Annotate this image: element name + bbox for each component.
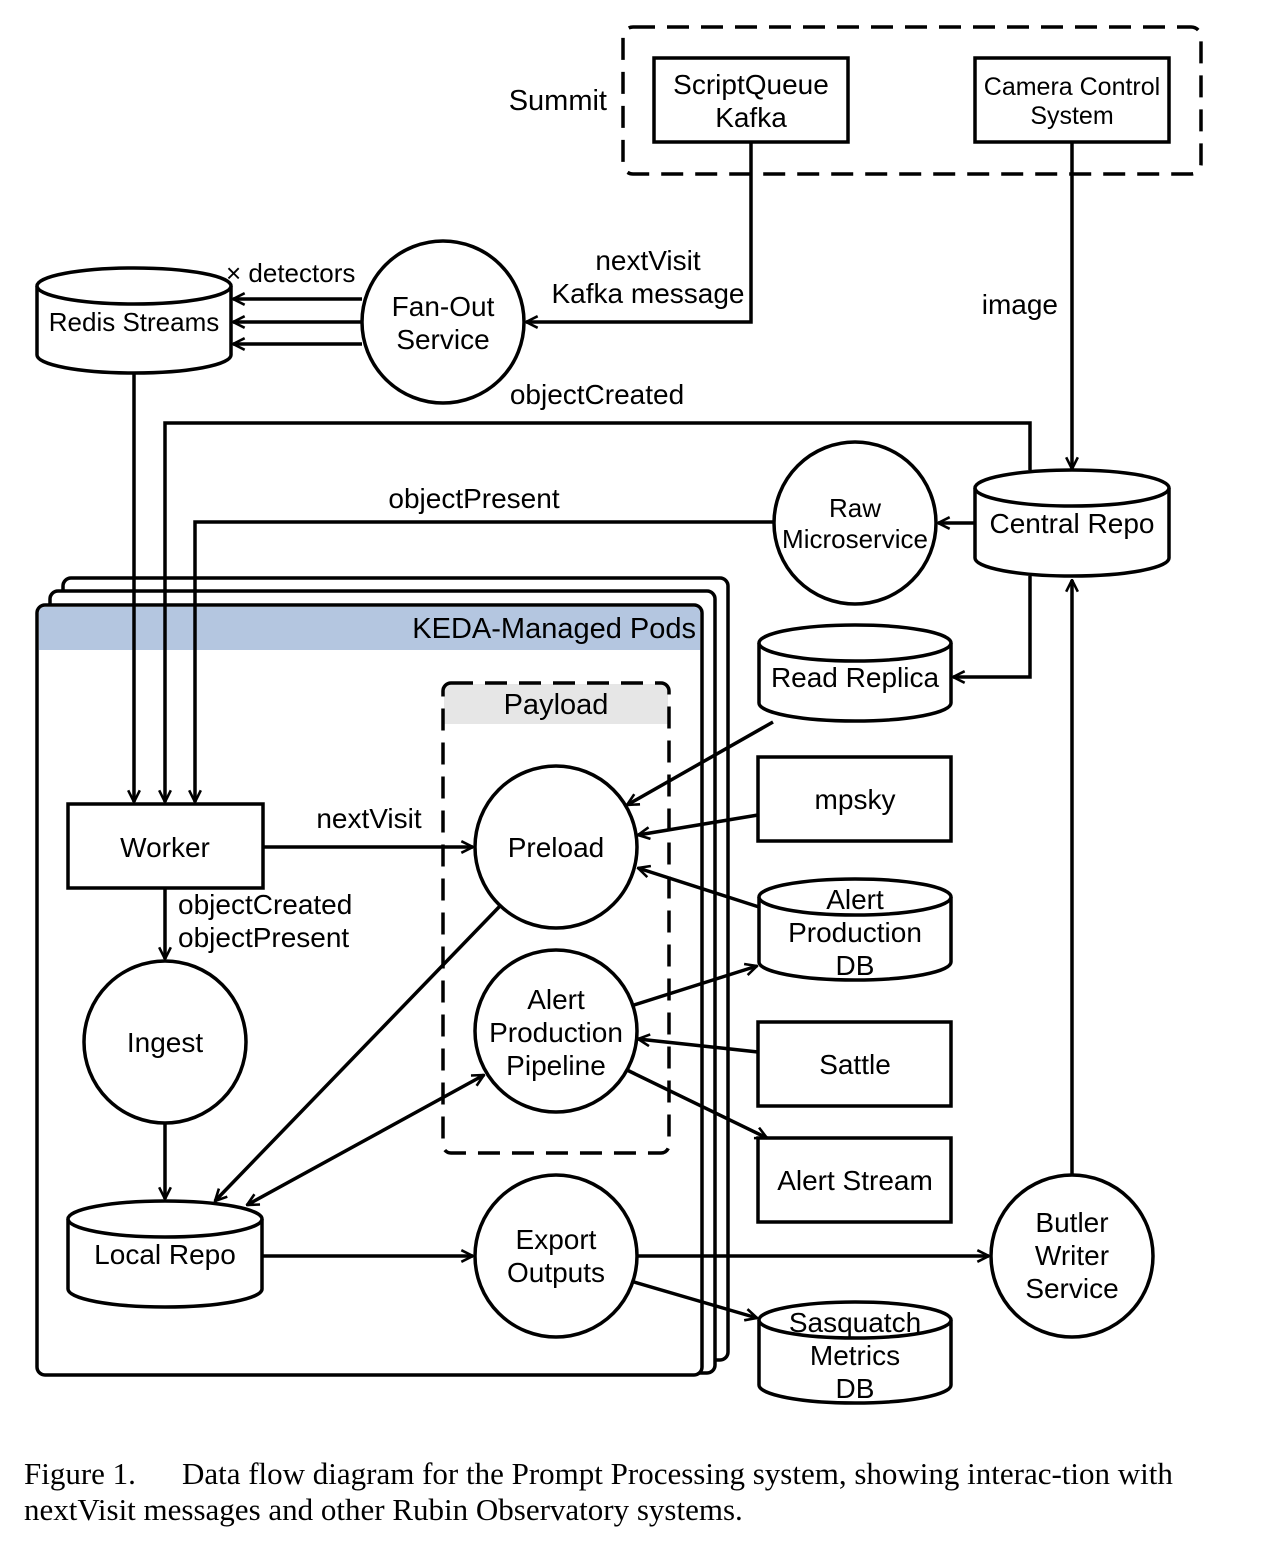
caption-text: Data flow diagram for the Prompt Process… [24,1456,1173,1527]
camera-control-system-node: Camera Control System [973,56,1171,144]
edge-mpsky-to-preload [638,813,759,835]
preload-node: Preload [473,764,639,930]
alert-production-db-node: Alert Production DB [757,877,953,982]
sattle-node: Sattle [756,1020,953,1108]
scriptqueue-kafka-node: ScriptQueue Kafka [652,56,850,144]
camera-line-1: Camera Control [984,73,1160,101]
worker-label: Worker [120,832,210,863]
mpsky-label: mpsky [815,784,896,815]
alert-stream-node: Alert Stream [756,1136,953,1224]
redis-label: Redis Streams [49,307,220,337]
redis-streams-node: Redis Streams [35,266,233,375]
label-objectcreated: objectCreated [510,379,684,410]
pipeline-line-3: Pipeline [506,1050,606,1081]
edge-objectpresent-to-worker [195,520,774,802]
label-image: image [982,289,1058,320]
apdb-line-1: Alert [826,884,884,915]
pipeline-line-1: Alert [527,984,585,1015]
pipeline-line-2: Production [489,1017,623,1048]
butler-line-1: Butler [1035,1207,1108,1238]
ingest-label: Ingest [127,1027,203,1058]
sasquatch-line-2: Metrics [810,1340,900,1371]
edge-scriptqueue-to-fanout [526,142,753,322]
label-nextvisit-kafka-1: nextVisit [595,245,701,276]
apdb-line-2: Production [788,917,922,948]
keda-header-band [39,607,700,650]
fanout-line-1: Fan-Out [392,291,495,322]
edge-sattle-to-pipeline [638,1039,759,1054]
raw-microservice-node: Raw Microservice [772,440,938,606]
central-repo-node: Central Repo [973,468,1171,578]
label-worker-ingest-1: objectCreated [178,889,352,920]
raw-line-2: Microservice [782,524,928,554]
sasquatch-line-1: Sasquatch [789,1307,921,1338]
raw-line-1: Raw [829,493,881,523]
butler-writer-service-node: Butler Writer Service [989,1173,1155,1339]
summit-label: Summit [509,85,607,117]
data-flow-diagram: Summit ScriptQueue Kafka Camera Control … [35,25,1203,1405]
sattle-label: Sattle [819,1049,891,1080]
label-nextvisit: nextVisit [316,803,422,834]
preload-label: Preload [508,832,605,863]
fan-out-service-node: Fan-Out Service [360,239,526,405]
worker-node: Worker [66,802,265,890]
ingest-node: Ingest [82,959,248,1125]
butler-line-2: Writer [1035,1240,1109,1271]
label-nextvisit-kafka-2: Kafka message [552,278,745,309]
butler-line-3: Service [1025,1273,1118,1304]
alert-production-pipeline-node: Alert Production Pipeline [473,948,639,1114]
keda-label: KEDA-Managed Pods [412,613,696,645]
edge-central-to-replica [953,576,1032,677]
export-line-1: Export [516,1224,597,1255]
apdb-line-3: DB [836,950,875,981]
summit-group-border [621,25,1203,176]
caption-label: Figure 1. [24,1456,136,1491]
edge-export-to-sasquatch [633,1280,757,1318]
local-repo-label: Local Repo [94,1239,236,1270]
mpsky-node: mpsky [756,755,953,843]
edge-replica-to-preload [627,720,774,807]
figure-caption: Figure 1.Data flow diagram for the Promp… [24,1456,1254,1528]
alert-stream-label: Alert Stream [777,1165,933,1196]
camera-line-2: System [1030,102,1113,130]
local-repo-node: Local Repo [66,1199,264,1309]
export-line-2: Outputs [507,1257,605,1288]
scriptqueue-line-2: Kafka [715,102,787,133]
fanout-line-2: Service [396,324,489,355]
payload-group: Payload [441,681,671,1155]
sasquatch-metrics-db-node: Sasquatch Metrics DB [757,1300,953,1405]
payload-label: Payload [504,689,609,721]
label-worker-ingest-2: objectPresent [178,922,349,953]
edge-apdb-to-preload [638,868,760,909]
read-replica-node: Read Replica [757,623,953,723]
scriptqueue-line-1: ScriptQueue [673,69,829,100]
edge-pipeline-to-alert-stream [626,1068,767,1140]
edge-pipeline-to-apdb [633,966,757,1007]
label-detectors: × detectors [226,258,355,288]
sasquatch-line-3: DB [836,1373,875,1404]
export-outputs-node: Export Outputs [473,1173,639,1339]
read-replica-label: Read Replica [771,662,940,693]
label-objectpresent: objectPresent [388,483,559,514]
central-repo-label: Central Repo [990,508,1155,539]
edge-objectcreated-to-worker [165,421,1032,802]
edge-local-repo-pipeline [247,1073,484,1207]
